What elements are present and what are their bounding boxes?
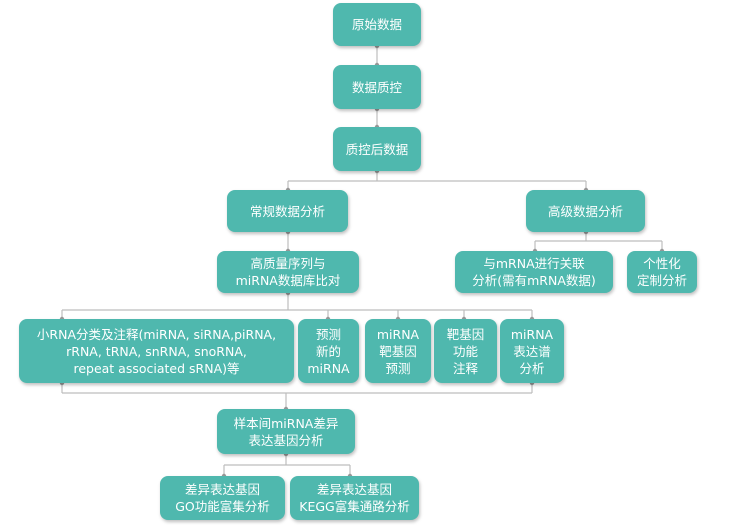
- node-label: 差异表达基因 KEGG富集通路分析: [299, 482, 410, 514]
- node-mirna-expression-profile: miRNA 表达谱 分析: [500, 319, 564, 383]
- node-differential-expression: 样本间miRNA差异 表达基因分析: [217, 409, 355, 454]
- node-small-rna-annotation: 小RNA分类及注释(miRNA, siRNA,piRNA, rRNA, tRNA…: [19, 319, 294, 383]
- node-predict-new-mirna: 预测 新的 miRNA: [298, 319, 359, 383]
- node-mrna-association: 与mRNA进行关联 分析(需有mRNA数据): [455, 251, 613, 293]
- node-raw-data: 原始数据: [333, 3, 421, 46]
- node-personalized-analysis: 个性化 定制分析: [627, 251, 697, 293]
- node-target-function-annotation: 靶基因 功能 注释: [434, 319, 497, 383]
- node-label: 样本间miRNA差异 表达基因分析: [233, 415, 339, 448]
- node-mirna-target-prediction: miRNA 靶基因 预测: [365, 319, 431, 383]
- node-label: 个性化 定制分析: [636, 256, 687, 288]
- node-label: 常规数据分析: [249, 203, 325, 219]
- node-label: 质控后数据: [345, 141, 409, 157]
- node-label: 预测 新的 miRNA: [307, 326, 350, 376]
- node-label: 高级数据分析: [547, 203, 623, 219]
- node-quality-control: 数据质控: [333, 65, 421, 109]
- node-routine-analysis: 常规数据分析: [227, 190, 348, 232]
- node-label: 高质量序列与 miRNA数据库比对: [235, 256, 341, 288]
- node-label: 与mRNA进行关联 分析(需有mRNA数据): [472, 256, 596, 288]
- node-label: 小RNA分类及注释(miRNA, siRNA,piRNA, rRNA, tRNA…: [36, 326, 277, 376]
- node-label: miRNA 表达谱 分析: [510, 326, 554, 376]
- node-go-enrichment: 差异表达基因 GO功能富集分析: [160, 476, 285, 520]
- node-label: miRNA 靶基因 预测: [376, 326, 420, 376]
- node-label: 靶基因 功能 注释: [446, 326, 485, 376]
- node-label: 原始数据: [351, 17, 402, 32]
- node-advanced-analysis: 高级数据分析: [526, 190, 645, 232]
- node-label: 差异表达基因 GO功能富集分析: [175, 482, 270, 514]
- node-kegg-enrichment: 差异表达基因 KEGG富集通路分析: [290, 476, 419, 520]
- node-post-qc-data: 质控后数据: [333, 127, 421, 171]
- node-hq-sequence-alignment: 高质量序列与 miRNA数据库比对: [217, 251, 359, 293]
- node-label: 数据质控: [351, 79, 402, 95]
